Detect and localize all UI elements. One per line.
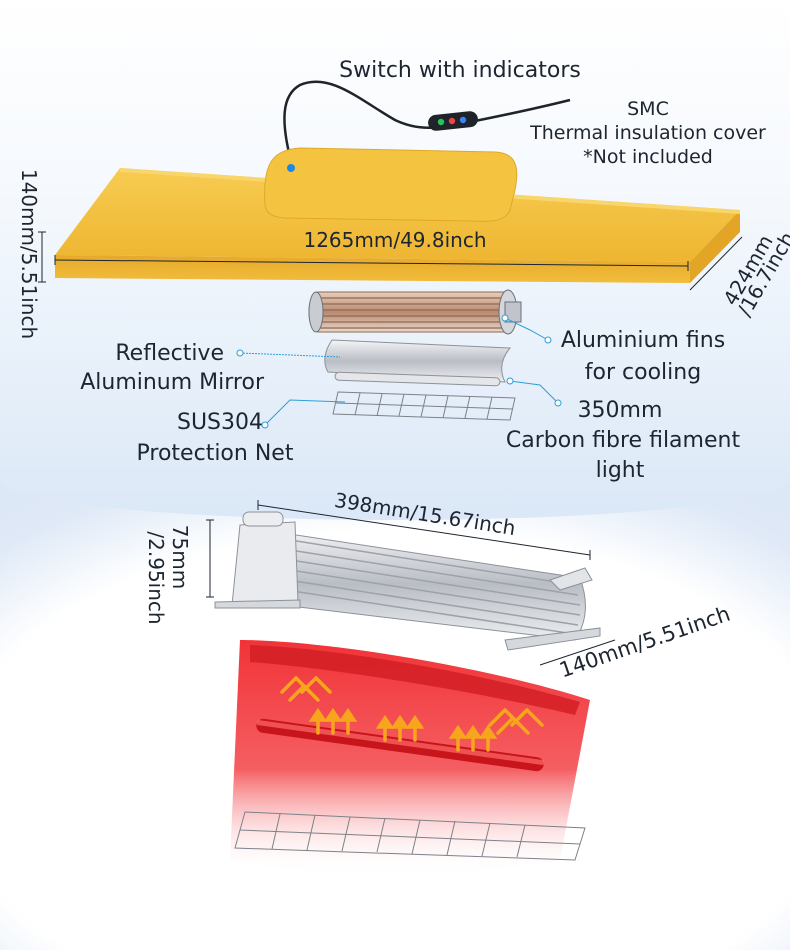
fins-label-1: Aluminium fins (560, 328, 726, 353)
module-dimensions (206, 500, 616, 666)
heat-arrows (280, 676, 544, 735)
filament-label-1: 350mm (577, 398, 663, 423)
leader-lines (236, 314, 562, 429)
mirror-label-1: Reflective (115, 341, 224, 366)
net-label-2: Protection Net (136, 441, 294, 466)
module-height-label-2: /2.95inch (144, 531, 168, 625)
heat-glow (230, 640, 590, 875)
heat-arrow-icon (288, 684, 320, 702)
filament-label-2: Carbon fibre filament (505, 428, 741, 453)
switch-cable (283, 80, 571, 166)
bottom-protection-net (234, 811, 586, 861)
mirror-label-2: Aluminum Mirror (80, 370, 264, 395)
cover-dimensions (38, 231, 743, 291)
power-button-icon (287, 164, 295, 172)
fins-label-2: for cooling (584, 360, 702, 385)
heat-arrow-icon (496, 716, 530, 735)
protection-net (332, 391, 516, 421)
smc-label: SMC (627, 98, 669, 120)
module-height-label-1: 75mm (168, 524, 192, 590)
rising-heat-arrows (308, 707, 498, 752)
cover-height-label: 140mm/5.51inch (17, 168, 41, 340)
indicator-blue-icon (459, 116, 467, 124)
cover-width-label: 1265mm/49.8inch (303, 228, 487, 252)
not-included-label: *Not included (583, 146, 713, 168)
aluminium-fins (308, 289, 522, 335)
switch-label: Switch with indicators (339, 58, 581, 83)
net-label-1: SUS304 (176, 410, 264, 435)
switch-indicator (428, 111, 478, 131)
indicator-green-icon (437, 118, 445, 126)
thermal-cover-label: Thermal insulation cover (530, 122, 766, 144)
carbon-fibre-filament (334, 371, 501, 387)
heating-module (214, 511, 601, 651)
reflective-mirror (324, 339, 512, 383)
filament-label-3: light (595, 458, 645, 483)
indicator-red-icon (448, 117, 456, 125)
